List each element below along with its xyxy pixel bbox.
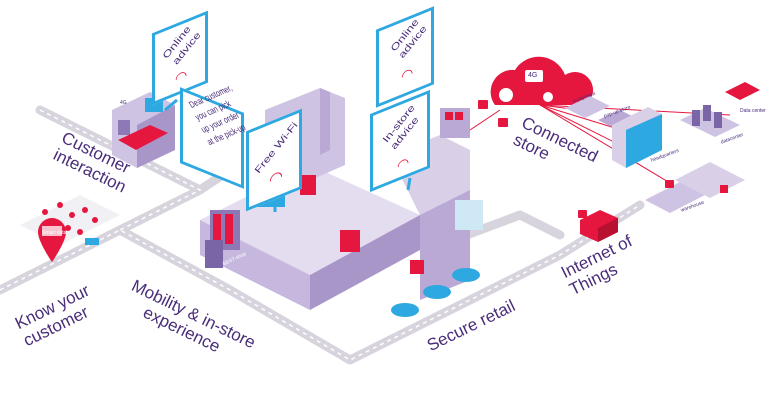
cars	[391, 268, 480, 317]
wifi-icon: ◠	[397, 153, 410, 175]
road-edges	[0, 109, 641, 361]
home-building	[112, 92, 175, 168]
wifi-icon: ◠	[175, 66, 188, 88]
wifi-icon: ◠	[401, 63, 414, 85]
customer-map	[20, 195, 120, 262]
data-center-label: Data center	[740, 108, 766, 114]
delivery-truck	[580, 210, 618, 242]
smart-data-label: Smart data	[42, 230, 67, 236]
padlock-icon	[478, 100, 674, 218]
home-4g-badge: 4G	[120, 100, 127, 106]
connected-sites	[565, 82, 760, 213]
wifi-icon: ◠	[269, 167, 283, 191]
cloud-4g-badge: 4G	[528, 72, 538, 79]
cloud-icon	[490, 56, 594, 105]
